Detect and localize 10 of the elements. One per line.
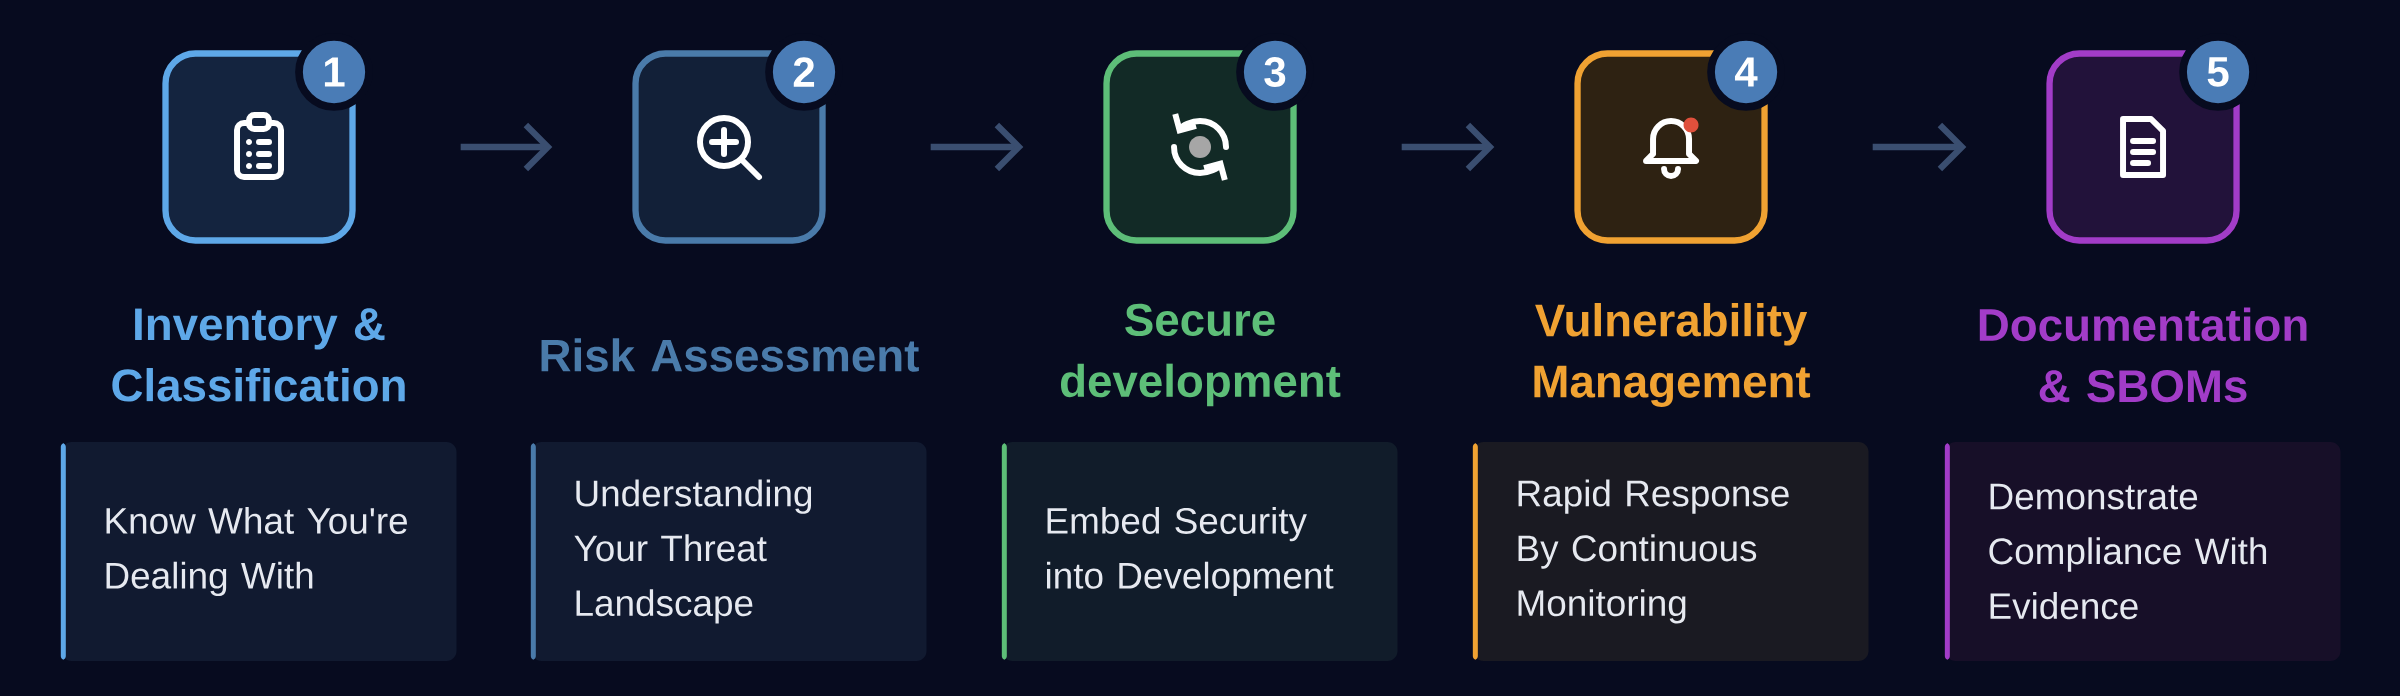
step-title: Documentation & SBOMs [1979, 307, 2307, 403]
description-card: Understanding Your Threat Landscape [530, 442, 927, 661]
step-title: Vulnerability Management [1534, 303, 1811, 407]
description-card: Embed Security into Development [1001, 442, 1398, 661]
step-title: Secure development [1061, 303, 1341, 407]
step-title: Inventory & Classification [112, 308, 405, 402]
step-title: Risk Assessment [541, 338, 919, 372]
description-card: Demonstrate Compliance With Evidence [1944, 442, 2341, 661]
description-card: Know What You're Dealing With [60, 442, 457, 661]
description-card: Rapid Response By Continuous Monitoring [1472, 442, 1869, 661]
